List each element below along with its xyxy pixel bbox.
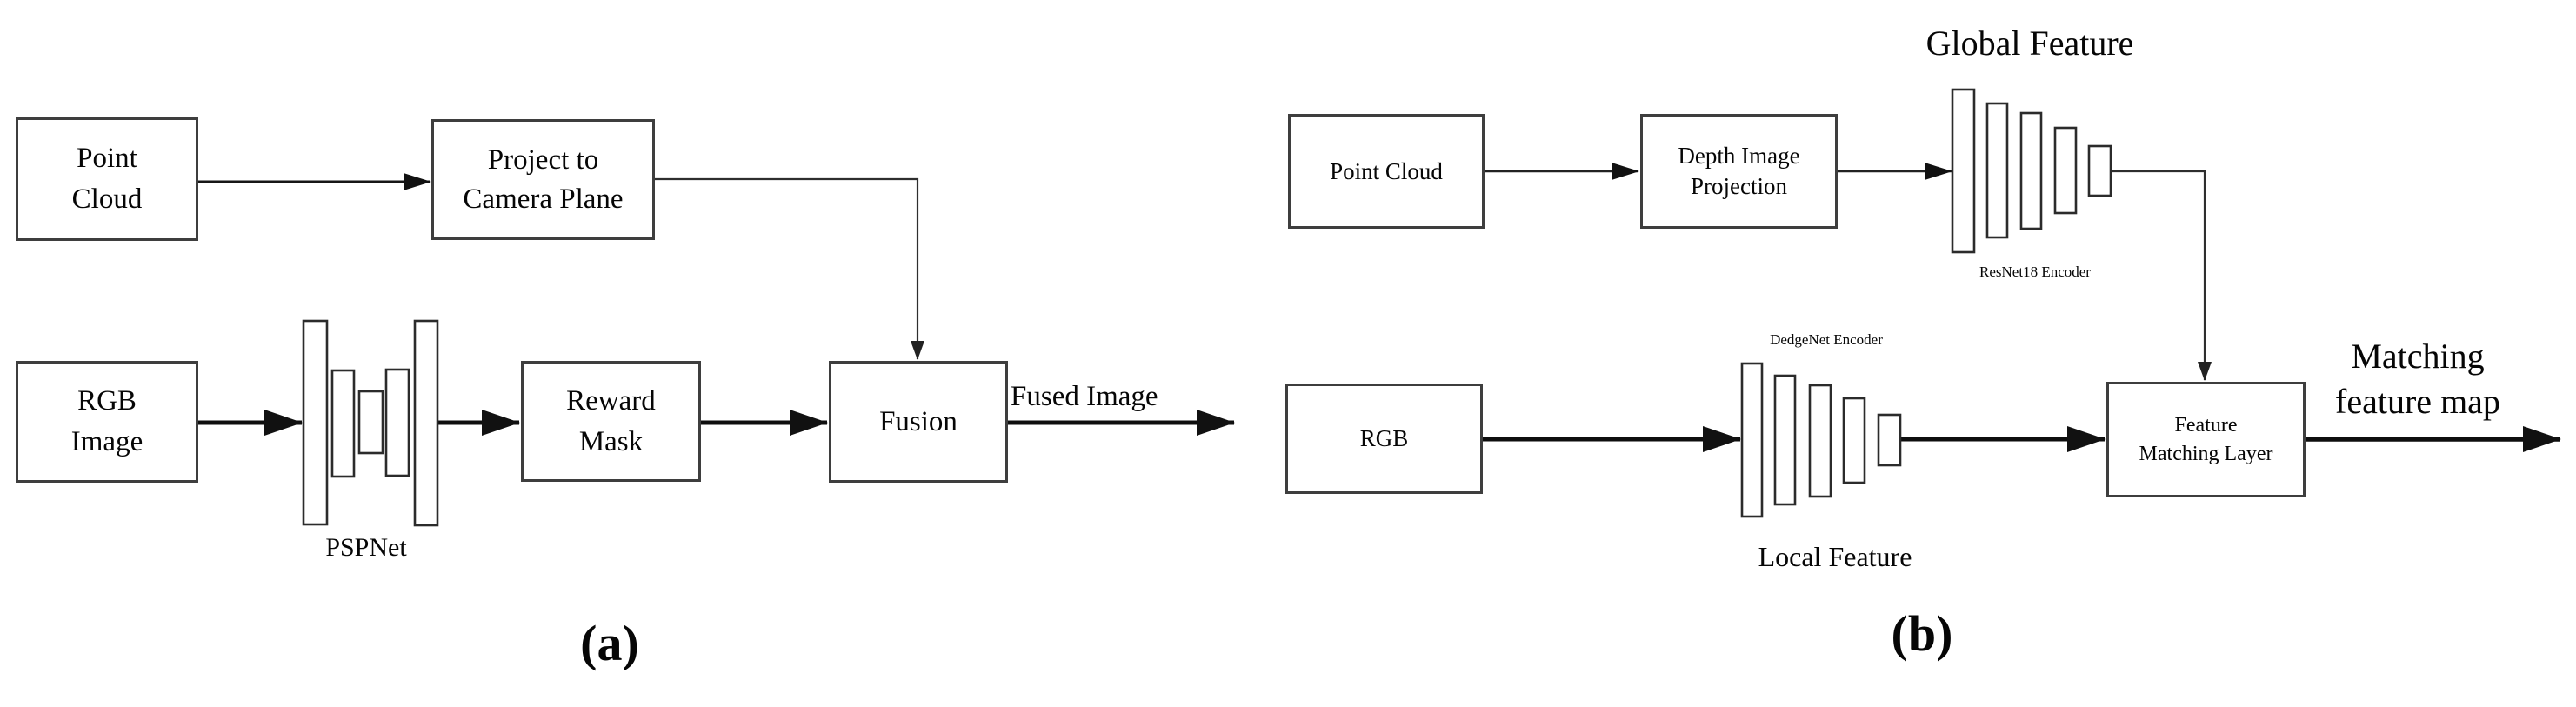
encoder-bar bbox=[1877, 413, 1902, 467]
encoder-bar bbox=[2087, 144, 2112, 197]
matching-feature-map-label: Matching feature map bbox=[2335, 337, 2500, 421]
box-fusion: Fusion bbox=[829, 361, 1008, 483]
encoder-bar bbox=[2053, 126, 2078, 215]
encoder-bar bbox=[384, 368, 410, 477]
connector-project-to-fusion bbox=[655, 177, 924, 360]
box-point-cloud-b: Point Cloud bbox=[1288, 114, 1485, 229]
box-reward-mask: Reward Mask bbox=[521, 361, 701, 482]
resnet18-bars bbox=[1951, 88, 2112, 254]
panel-a-caption: (a) bbox=[580, 615, 639, 671]
encoder-bar bbox=[1773, 374, 1797, 506]
global-feature-label: Global Feature bbox=[1925, 23, 2134, 63]
box-project-to-camera-plane: Project to Camera Plane bbox=[431, 119, 655, 240]
local-feature-label: Local Feature bbox=[1758, 541, 1912, 572]
encoder-bar bbox=[2019, 111, 2043, 230]
pspnet-bars bbox=[302, 319, 439, 527]
encoder-bar bbox=[1740, 362, 1764, 518]
box-feature-matching-layer: Feature Matching Layer bbox=[2106, 382, 2306, 497]
encoder-bar bbox=[1808, 384, 1832, 498]
box-depth-image-projection: Depth Image Projection bbox=[1640, 114, 1838, 229]
encoder-bar bbox=[302, 319, 329, 526]
panel-b-caption: (b) bbox=[1891, 605, 1953, 662]
fused-image-label: Fused Image bbox=[1011, 381, 1158, 412]
pspnet-label: PSPNet bbox=[325, 533, 407, 562]
encoder-bar bbox=[330, 369, 356, 478]
encoder-bar bbox=[1951, 88, 1976, 254]
box-rgb-image: RGB Image bbox=[16, 361, 198, 483]
encoder-bar bbox=[1985, 102, 2009, 239]
box-point-cloud-a: Point Cloud bbox=[16, 117, 198, 241]
resnet18-encoder-label: ResNet18 Encoder bbox=[1979, 263, 2091, 280]
encoder-bar bbox=[1842, 397, 1866, 484]
connector-resnet-to-featurematching bbox=[2111, 170, 2212, 381]
encoder-bar bbox=[357, 390, 384, 455]
dedgenet-bars bbox=[1740, 362, 1902, 518]
encoder-bar bbox=[413, 319, 439, 527]
box-rgb-b: RGB bbox=[1285, 384, 1483, 494]
dedgenet-encoder-label: DedgeNet Encoder bbox=[1770, 331, 1883, 348]
